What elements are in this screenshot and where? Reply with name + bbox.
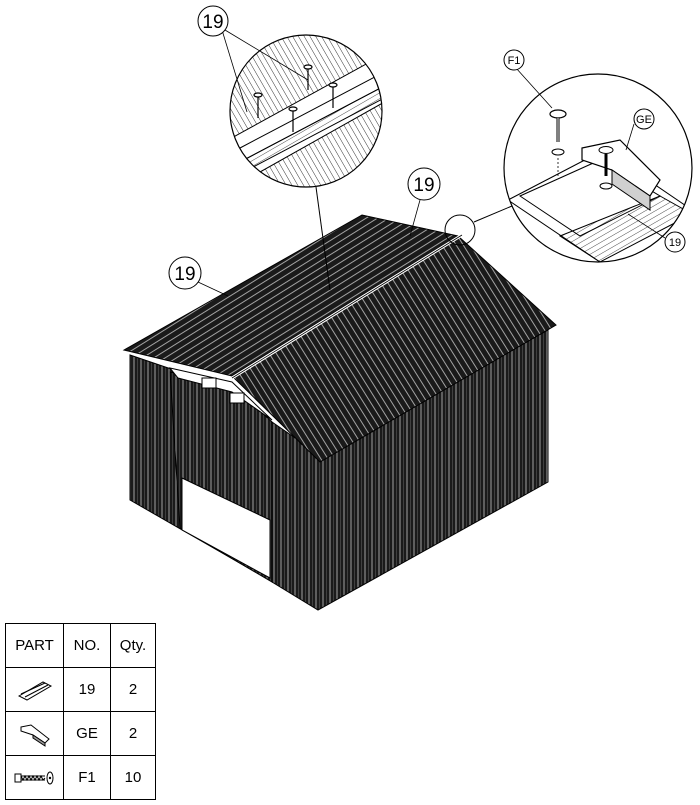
part-image-cell	[5, 667, 64, 712]
part-qty: 2	[110, 667, 156, 712]
table-row: F1 10	[5, 755, 156, 800]
part-no: F1	[63, 755, 111, 800]
part-qty: 10	[110, 755, 156, 800]
table-row: GE 2	[5, 711, 156, 756]
right-detail-callout: F1 GE 19	[503, 49, 693, 263]
part-image-cell	[5, 711, 64, 756]
callout-label: 19	[413, 175, 434, 196]
header-no: NO.	[63, 623, 111, 668]
header-qty: Qty.	[110, 623, 156, 668]
part-no: 19	[63, 667, 111, 712]
table-row: 19 2	[5, 667, 156, 712]
vent	[229, 392, 245, 404]
callout-label: 19	[174, 264, 195, 285]
gable-end-cap-icon	[20, 723, 50, 747]
part-image-cell	[5, 755, 64, 800]
top-detail-callout: 19	[197, 5, 383, 291]
roof-callout-right: 19	[407, 167, 441, 237]
gable-trim	[168, 367, 273, 421]
parts-table-header: PART NO. Qty.	[5, 623, 156, 668]
callout-label: F1	[508, 55, 521, 67]
callout-label: 19	[669, 237, 681, 249]
door-opening	[181, 477, 271, 579]
roof-callout-left: 19	[168, 256, 229, 297]
vent	[201, 377, 217, 389]
callout-label: 19	[202, 12, 223, 33]
ridge-cap-icon	[17, 680, 52, 701]
callout-label: GE	[636, 114, 652, 126]
header-part: PART	[5, 623, 64, 668]
callout-bubble	[197, 5, 229, 37]
parts-table: PART NO. Qty. 19 2 GE 2	[5, 623, 156, 800]
part-no: GE	[63, 711, 111, 756]
screw-washer-icon	[14, 771, 53, 784]
shed	[122, 214, 557, 611]
ridge-end-marker	[444, 214, 476, 246]
part-qty: 2	[110, 711, 156, 756]
